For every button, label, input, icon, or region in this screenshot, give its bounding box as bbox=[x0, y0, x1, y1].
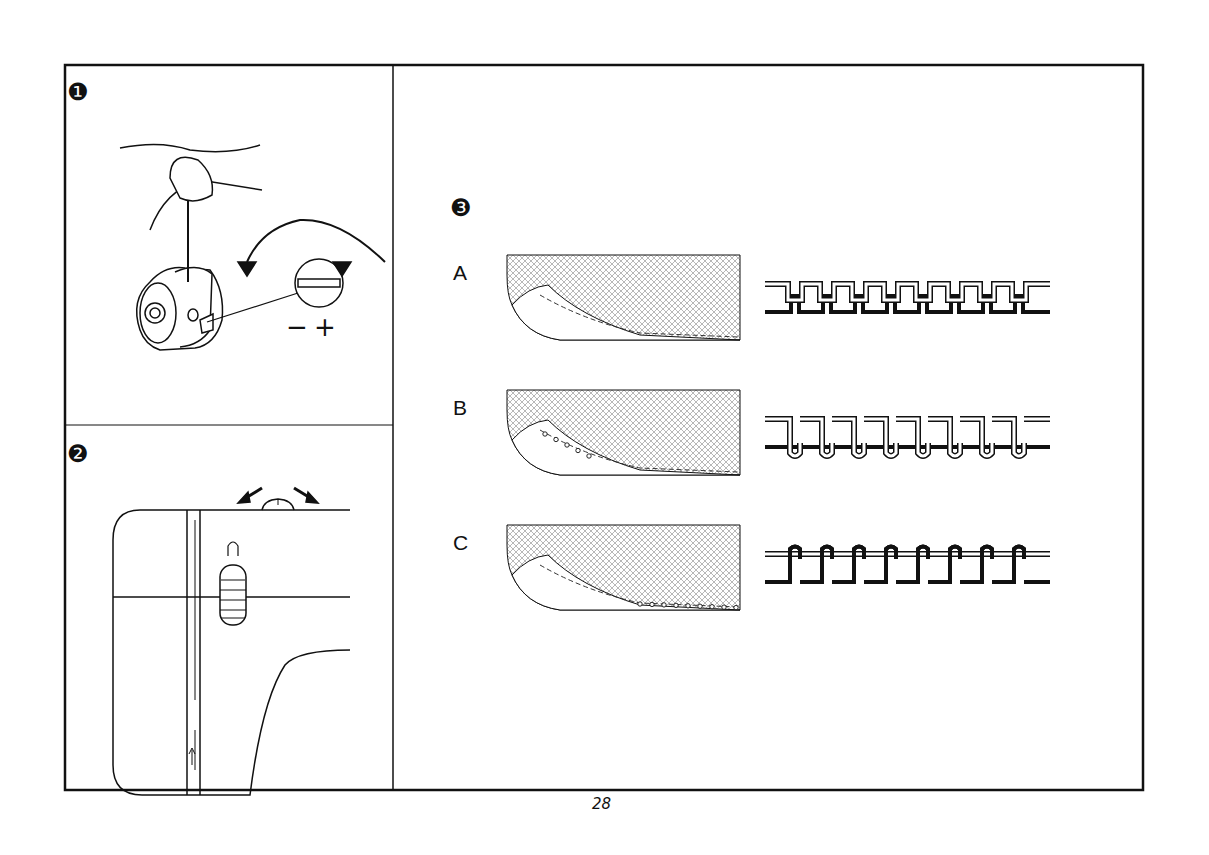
stitch-diagrams bbox=[765, 284, 1050, 582]
bobbin-thread bbox=[765, 296, 1050, 312]
stitch-line bbox=[540, 295, 738, 337]
thread-dot bbox=[587, 454, 591, 458]
bobbin-thread bbox=[765, 547, 1050, 583]
thread-dot bbox=[554, 437, 558, 441]
callout-number: ❷ bbox=[67, 442, 89, 466]
fabric-flap bbox=[512, 420, 740, 475]
thread-dot bbox=[674, 603, 678, 607]
needle-thread bbox=[765, 551, 1050, 557]
fabric-flap bbox=[512, 555, 740, 610]
needle-thread-core bbox=[765, 284, 1050, 300]
thread-dot bbox=[662, 603, 666, 607]
thread-dot bbox=[734, 605, 738, 609]
sample-letter: C bbox=[453, 532, 468, 553]
thread-dot bbox=[710, 605, 714, 609]
needle-thread-core bbox=[765, 553, 1050, 556]
thread-dot bbox=[686, 604, 690, 608]
fabric-top bbox=[507, 255, 740, 340]
minus-sign: − bbox=[286, 314, 308, 340]
bobbin-case bbox=[120, 144, 298, 350]
sewing-machine bbox=[113, 0, 350, 795]
thread-dot bbox=[650, 602, 654, 606]
bobbin-thread bbox=[765, 547, 1050, 583]
thread-dot bbox=[543, 432, 547, 436]
page-number: 28 bbox=[592, 797, 611, 812]
thread-dot bbox=[698, 604, 702, 608]
adjust-screw bbox=[238, 220, 385, 307]
plus-sign: + bbox=[314, 314, 336, 340]
frame bbox=[65, 65, 1143, 790]
bobbin-thread bbox=[765, 445, 1050, 449]
thread-dot bbox=[722, 605, 726, 609]
fabric-top bbox=[507, 525, 740, 610]
needle-thread bbox=[765, 419, 1050, 456]
thread-dot bbox=[638, 602, 642, 606]
fabric-top bbox=[507, 390, 740, 475]
sample-letter: A bbox=[453, 262, 467, 283]
callout-number: ❸ bbox=[450, 196, 472, 220]
needle-thread bbox=[765, 284, 1050, 300]
callout-number: ❶ bbox=[67, 80, 89, 104]
sample-letter: B bbox=[453, 397, 467, 418]
thread-dot bbox=[576, 448, 580, 452]
needle-thread-core bbox=[765, 419, 1050, 456]
stitch-line bbox=[540, 565, 738, 607]
stitch-line bbox=[540, 430, 738, 472]
fabric-samples bbox=[507, 255, 740, 610]
thread-dot bbox=[565, 443, 569, 447]
fabric-flap bbox=[512, 285, 740, 340]
